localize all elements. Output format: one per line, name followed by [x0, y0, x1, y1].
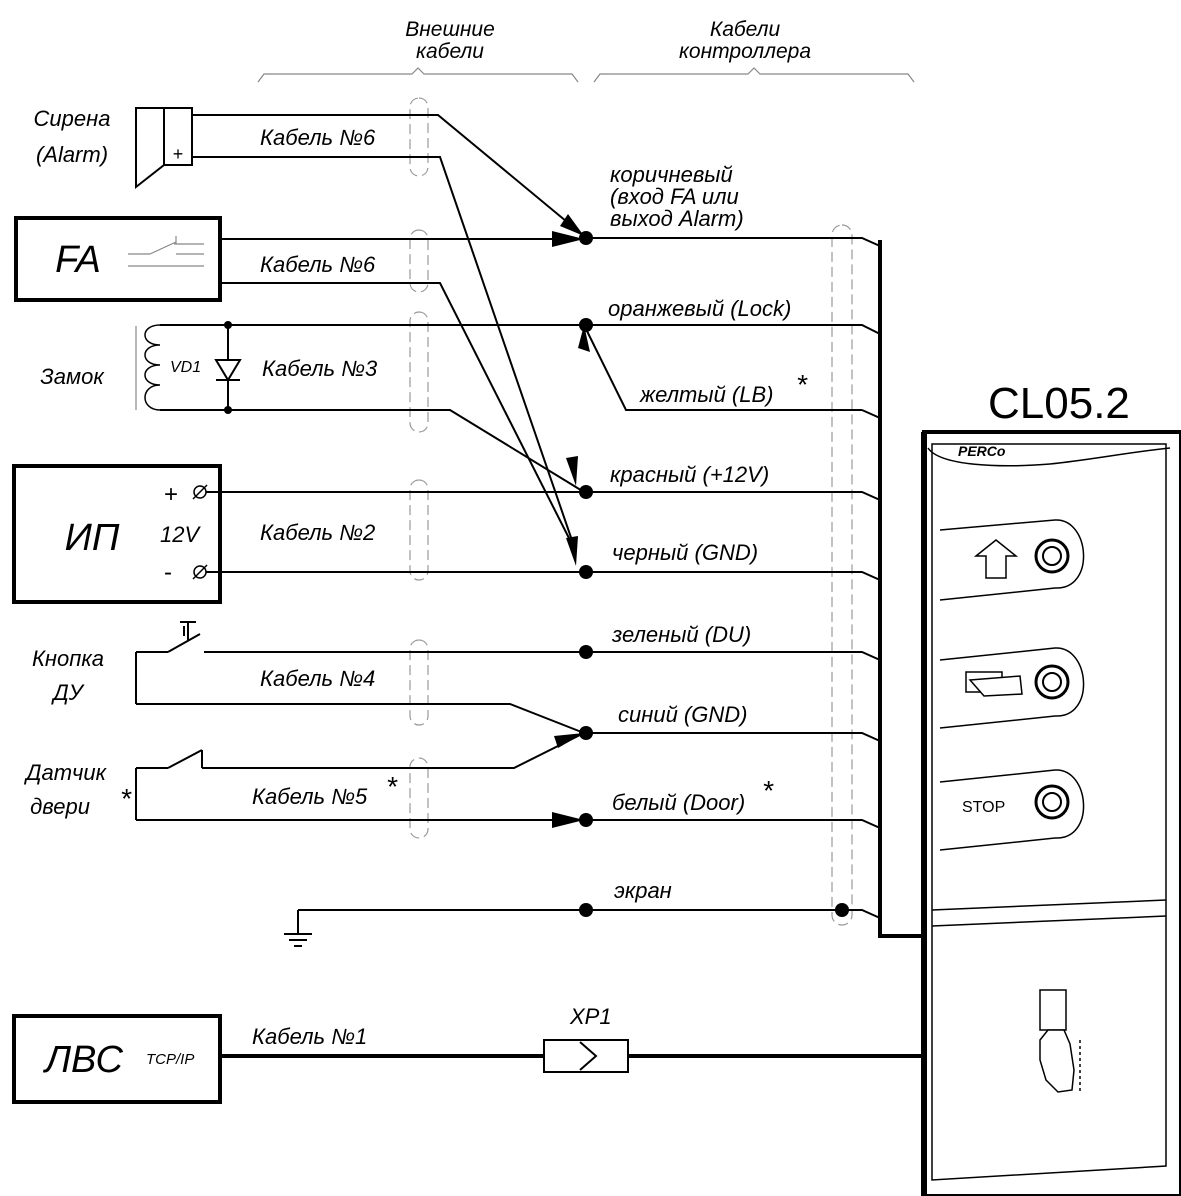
controller-wiring — [586, 237, 924, 938]
wire-label-green: зеленый (DU) — [611, 622, 751, 647]
cable-label-door: Кабель №5 — [252, 784, 368, 809]
cable-label-button: Кабель №4 — [260, 666, 375, 691]
header-external-cables: Внешние кабели — [257, 18, 579, 83]
wire-label-white: белый (Door) — [612, 790, 745, 815]
cable-label-lock: Кабель №3 — [262, 356, 378, 381]
svg-text:двери: двери — [30, 794, 90, 819]
wire-label-blue: синий (GND) — [618, 702, 747, 727]
svg-text:Замок: Замок — [40, 364, 105, 389]
stop-icon: STOP — [962, 784, 1070, 820]
controller-cl05: CL05.2 PERCo STOP — [921, 379, 1181, 1196]
cable-label-lan: Кабель №1 — [252, 1024, 367, 1049]
psu-device: ИП + 12V - — [12, 464, 222, 604]
svg-text:выход Alarm): выход Alarm) — [610, 206, 744, 231]
svg-text:FA: FA — [55, 239, 101, 281]
svg-text:ДУ: ДУ — [50, 680, 84, 705]
svg-text:-: - — [164, 559, 172, 586]
lock-coil-icon — [144, 324, 161, 411]
wire-labels: коричневый (вход FA или выход Alarm) ора… — [608, 162, 808, 903]
svg-text:STOP: STOP — [962, 799, 1005, 816]
svg-text:*: * — [796, 369, 808, 400]
svg-text:(вход FA или: (вход FA или — [610, 184, 739, 209]
wire-label-brown: коричневый — [610, 162, 733, 187]
svg-text:12V: 12V — [160, 522, 201, 547]
wire-label-shield: экран — [614, 878, 672, 903]
card-reader-icon — [1039, 989, 1081, 1094]
remote-button-device: Кнопка ДУ — [32, 621, 220, 705]
svg-text:TCP/IP: TCP/IP — [146, 1051, 194, 1068]
svg-text:ИП: ИП — [65, 517, 120, 559]
svg-text:ЛВС: ЛВС — [42, 1039, 124, 1081]
svg-text:+: + — [173, 144, 184, 164]
push-button-icon — [180, 621, 196, 640]
diode-icon — [214, 359, 242, 382]
svg-text:Внешние: Внешние — [405, 18, 495, 41]
door-sensor-device: Датчик двери * — [23, 749, 220, 820]
siren-icon — [135, 107, 165, 190]
panel-logo: PERCo — [958, 443, 1006, 459]
fa-device: FA — [14, 216, 222, 302]
hand-card-icon — [965, 664, 1070, 700]
svg-text:*: * — [762, 775, 774, 806]
connector-xp1-icon — [543, 1039, 629, 1073]
cable-label-siren: Кабель №6 — [260, 125, 376, 150]
wire-label-red: красный (+12V) — [610, 462, 769, 487]
svg-text:Сирена: Сирена — [34, 106, 111, 131]
open-door-icon — [973, 538, 1070, 579]
fa-contact-icon — [128, 236, 204, 267]
wire-label-orange: оранжевый (Lock) — [608, 296, 791, 321]
ground-icon — [284, 910, 312, 947]
cable-label-psu: Кабель №2 — [260, 520, 375, 545]
cable-label-fa: Кабель №6 — [260, 252, 376, 277]
svg-text:(Alarm): (Alarm) — [36, 142, 108, 167]
lock-device: Замок VD1 — [40, 321, 242, 414]
connector-label: XP1 — [569, 1004, 612, 1029]
svg-text:+: + — [164, 481, 178, 508]
lan-device: ЛВС TCP/IP — [12, 1014, 222, 1104]
svg-text:Датчик: Датчик — [23, 760, 108, 785]
svg-text:кабели: кабели — [416, 40, 484, 63]
cable-door-asterisk: * — [386, 771, 398, 802]
arrowheads — [552, 214, 590, 828]
svg-text:Кнопка: Кнопка — [32, 646, 104, 671]
controller-cable-bundle — [831, 224, 853, 926]
svg-text:контроллера: контроллера — [679, 40, 811, 63]
svg-text:VD1: VD1 — [170, 359, 201, 376]
external-wiring — [136, 114, 862, 911]
header-controller-cables: Кабели контроллера — [593, 18, 915, 83]
wire-label-yellow: желтый (LB) — [639, 382, 773, 407]
svg-text:Кабели: Кабели — [710, 18, 781, 41]
controller-title: CL05.2 — [988, 379, 1130, 428]
svg-text:*: * — [120, 783, 132, 814]
external-cable-bundles — [409, 97, 429, 839]
wire-label-black: черный (GND) — [612, 540, 758, 565]
siren-device: Сирена (Alarm) + — [34, 106, 193, 190]
